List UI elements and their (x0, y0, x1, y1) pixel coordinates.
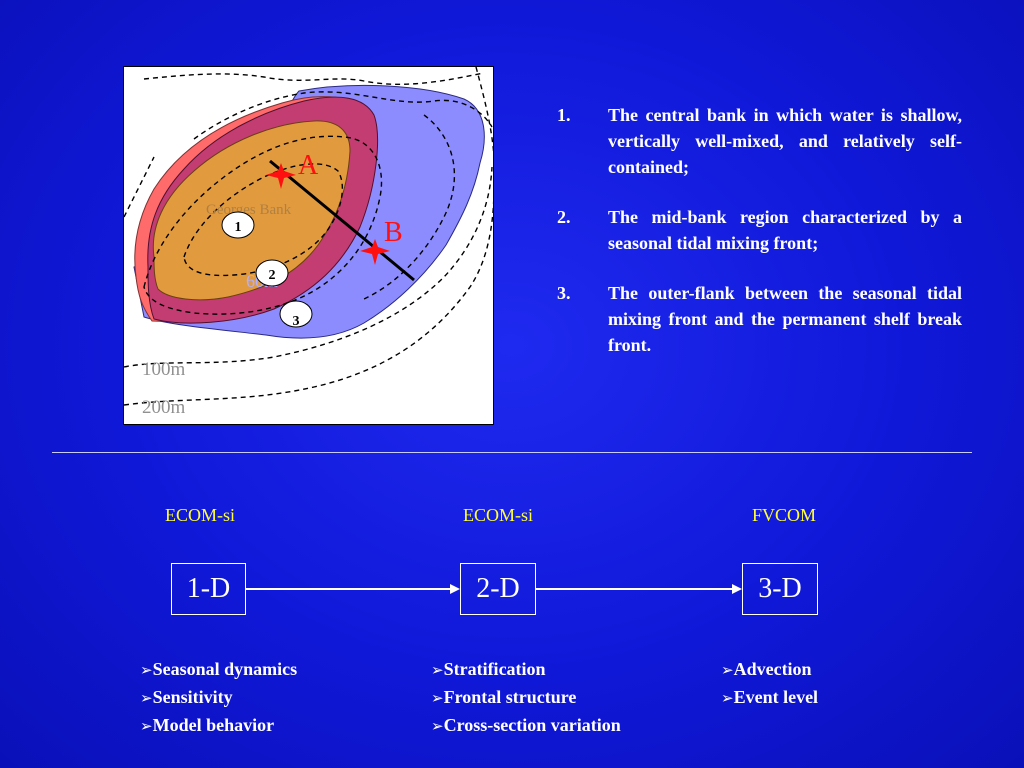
station-b-star-icon (360, 239, 390, 265)
arrow-2d-to-3d (536, 588, 733, 590)
model-label-3d: FVCOM (751, 505, 817, 525)
dim-box-2d: 2-D (460, 563, 536, 615)
section-divider (52, 452, 972, 453)
contour-top (143, 72, 485, 85)
bullet-text: Seasonal dynamics (152, 659, 298, 679)
arrow-1d-to-2d (246, 588, 451, 590)
arrowhead-bullet-icon: ➢ (140, 717, 153, 735)
region-text: The outer-flank between the seasonal tid… (608, 283, 962, 355)
list-item: ➢Sensitivity (140, 684, 297, 712)
depth-label-200: 200m (142, 397, 186, 418)
list-item: ➢Seasonal dynamics (140, 656, 297, 684)
zone-label-2: 2 (269, 268, 276, 283)
contour-outer (124, 166, 493, 368)
arrowhead-bullet-icon: ➢ (140, 689, 153, 707)
zone-marker-1: 1 (221, 211, 255, 239)
transect-line (269, 159, 415, 282)
dim-box-1d: 1-D (171, 563, 246, 615)
arrowhead-bullet-icon: ➢ (721, 661, 734, 679)
list-item: ➢Stratification (431, 656, 621, 684)
bullet-text: Model behavior (152, 715, 275, 735)
map-svg: Georges Bank 60m 100m 200m A B 1 2 3 (124, 67, 493, 418)
region-list: 1. The central bank in which water is sh… (557, 102, 962, 382)
bullet-text: Cross-section variation (443, 715, 621, 735)
contour-upper (193, 91, 493, 140)
region-text: The central bank in which water is shall… (608, 105, 962, 177)
depth-label-100: 100m (142, 359, 186, 380)
zone-label-1: 1 (235, 220, 242, 235)
list-item: ➢Event level (721, 684, 818, 712)
model-label-1d: ECOM-si (164, 505, 235, 525)
model-label-2d: ECOM-si (462, 505, 533, 525)
region-number: 3. (557, 283, 571, 303)
station-a-star-icon (266, 163, 296, 189)
arrowhead-bullet-icon: ➢ (431, 661, 444, 679)
list-item: ➢Cross-section variation (431, 712, 621, 740)
dim-box-3d: 3-D (742, 563, 818, 615)
arrow-head-icon (732, 584, 742, 594)
region-number: 1. (557, 105, 571, 125)
arrow-head-icon (450, 584, 460, 594)
region-item: 1. The central bank in which water is sh… (557, 102, 962, 180)
list-item: ➢Advection (721, 656, 818, 684)
georges-bank-map: Georges Bank 60m 100m 200m A B 1 2 3 (123, 66, 494, 425)
station-a-label: A (298, 150, 319, 181)
arrowhead-bullet-icon: ➢ (721, 689, 734, 707)
region-text: The mid-bank region characterized by a s… (608, 207, 962, 253)
arrowhead-bullet-icon: ➢ (431, 717, 444, 735)
bullet-text: Advection (733, 659, 812, 679)
arrowhead-bullet-icon: ➢ (431, 689, 444, 707)
bullets-1d: ➢Seasonal dynamics ➢Sensitivity ➢Model b… (140, 656, 297, 740)
bullets-3d: ➢Advection ➢Event level (721, 656, 818, 712)
zone-marker-2: 2 (255, 259, 289, 287)
contour-inner (183, 163, 343, 277)
contour-right (363, 114, 456, 300)
contour-200 (124, 200, 493, 406)
bullet-text: Frontal structure (443, 687, 577, 707)
bullet-text: Sensitivity (152, 687, 233, 707)
bullet-text: Event level (733, 687, 819, 707)
region-number: 2. (557, 207, 571, 227)
contour-right-edge (475, 67, 493, 154)
zone-marker-3: 3 (279, 300, 313, 329)
arrowhead-bullet-icon: ➢ (140, 661, 153, 679)
region-item: 3. The outer-flank between the seasonal … (557, 280, 962, 358)
region-item: 2. The mid-bank region characterized by … (557, 204, 962, 256)
list-item: ➢Frontal structure (431, 684, 621, 712)
depth-contours (124, 67, 493, 406)
station-b-label: B (384, 217, 403, 248)
list-item: ➢Model behavior (140, 712, 297, 740)
bullets-2d: ➢Stratification ➢Frontal structure ➢Cros… (431, 656, 621, 740)
contour-60 (143, 135, 383, 315)
place-label: Georges Bank (206, 202, 292, 218)
zone-label-3: 3 (293, 314, 300, 329)
bullet-text: Stratification (443, 659, 546, 679)
